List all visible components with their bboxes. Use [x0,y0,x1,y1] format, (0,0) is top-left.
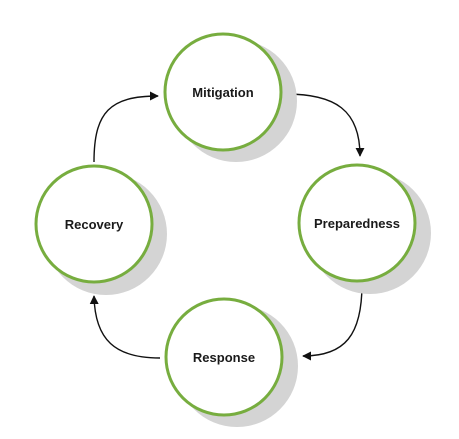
node-response-circle [164,297,284,417]
arrow-mitigation-to-preparedness [285,93,365,157]
arrow-recovery-to-mitigation [93,91,159,163]
node-preparedness-label: Preparedness [314,216,400,231]
node-preparedness-circle [297,163,417,283]
arrow-preparedness-to-response [302,283,363,361]
node-recovery: Recovery [34,164,167,295]
arrow-response-to-recovery [89,295,161,359]
node-preparedness: Preparedness [297,163,431,294]
node-recovery-circle [34,164,154,284]
node-mitigation-circle [163,32,283,152]
node-response: Response [164,297,298,427]
node-mitigation: Mitigation [163,32,297,162]
node-mitigation-label: Mitigation [192,85,253,100]
node-recovery-label: Recovery [65,217,124,232]
node-response-label: Response [193,350,255,365]
